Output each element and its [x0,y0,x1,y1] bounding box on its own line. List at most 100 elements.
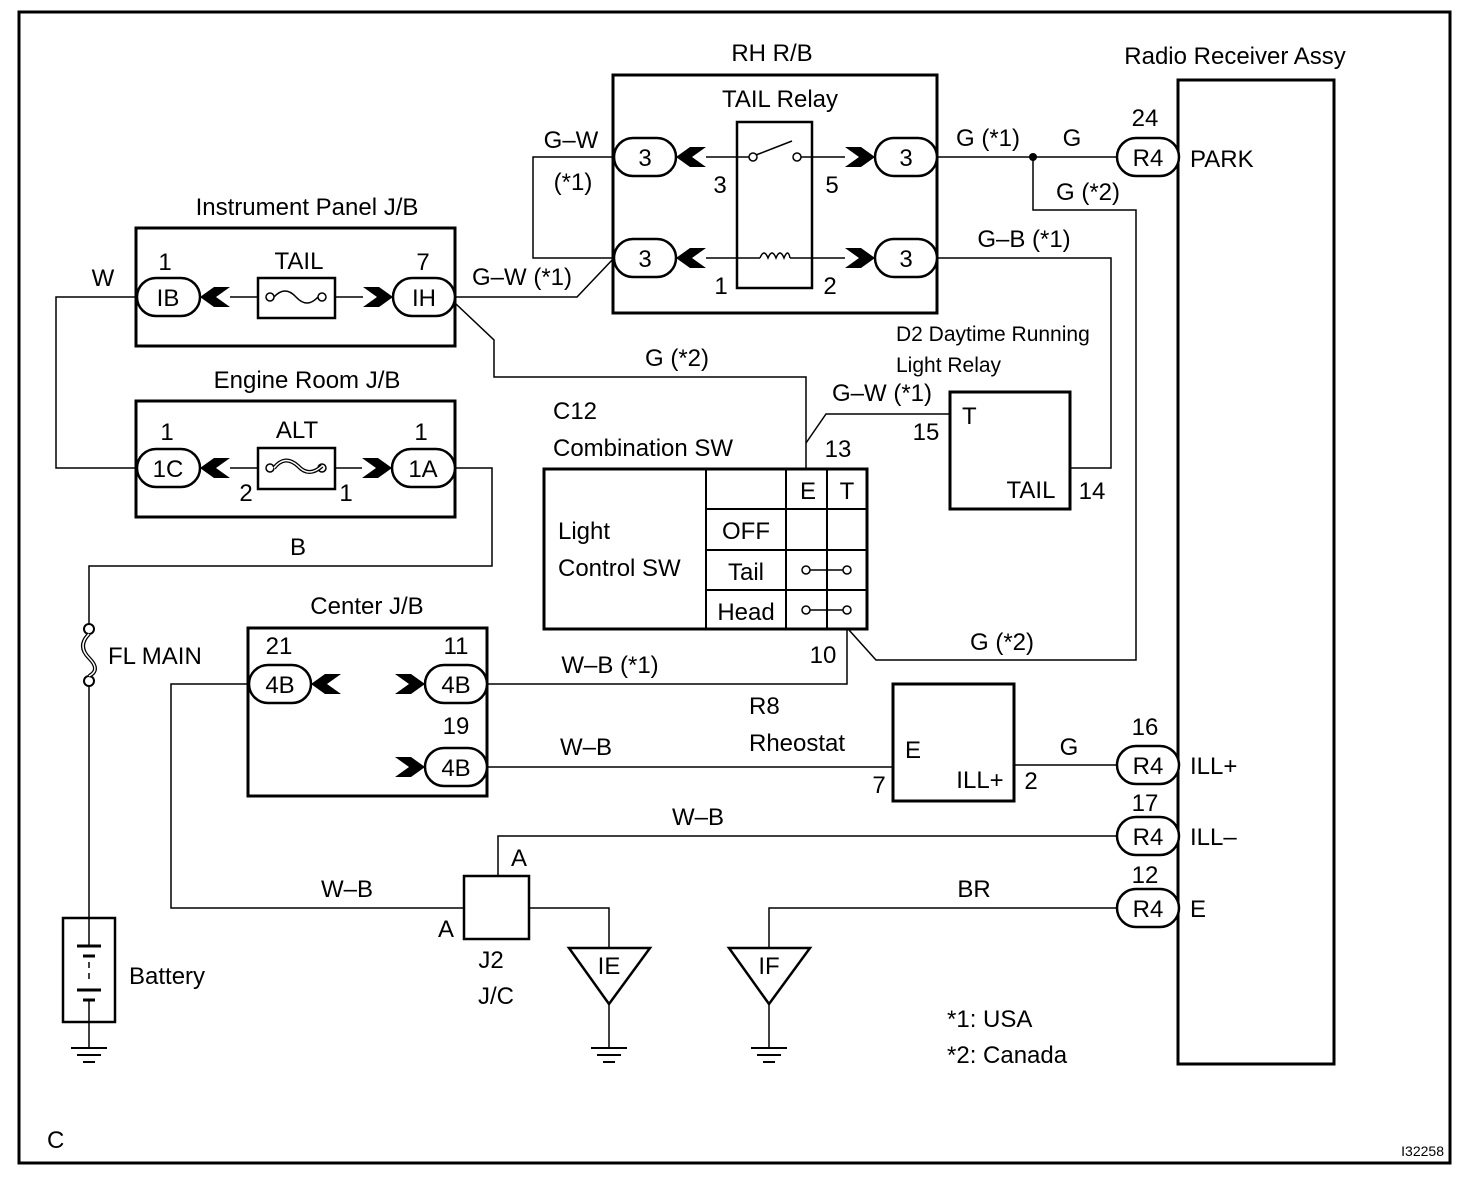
svg-text:24: 24 [1132,105,1159,132]
svg-text:R4: R4 [1133,753,1164,780]
svg-text:PARK: PARK [1190,146,1254,173]
svg-text:TAIL: TAIL [275,248,324,275]
svg-text:1: 1 [160,419,173,446]
svg-text:E: E [905,737,921,764]
diagram-frame [17,10,1452,1165]
ground-ie: IE [566,946,653,1063]
footnotes: *1: USA *2: Canada [947,1006,1068,1069]
svg-text:12: 12 [1132,862,1159,889]
svg-text:(*1): (*1) [554,169,593,196]
svg-text:1: 1 [414,419,427,446]
svg-text:Control SW: Control SW [558,555,681,582]
center-jb-title: Center J/B [310,593,423,620]
er-jb-title: Engine Room J/B [214,367,401,394]
wire-labels: G–W (*1) G–W (*1) G (*1) G G (*2) G–B (*… [92,125,1120,903]
svg-text:17: 17 [1132,790,1159,817]
svg-text:G (*2): G (*2) [970,629,1034,656]
battery: Battery [61,916,205,1063]
svg-text:5: 5 [825,172,838,199]
svg-text:1A: 1A [408,456,437,483]
svg-text:B: B [290,534,306,561]
svg-text:E: E [800,478,816,505]
svg-text:16: 16 [1132,714,1159,741]
svg-text:2: 2 [823,273,836,300]
svg-text:R4: R4 [1133,145,1164,172]
svg-text:J2: J2 [478,947,503,974]
svg-text:14: 14 [1079,478,1106,505]
svg-text:G: G [1060,734,1079,761]
svg-text:W: W [92,265,115,292]
rh-rb-title: RH R/B [731,40,812,67]
svg-text:1C: 1C [153,456,184,483]
ground-if: IF [726,946,813,1063]
figure-id: I32258 [1401,1143,1444,1159]
corner-label: C [47,1127,64,1154]
svg-text:Radio Receiver Assy: Radio Receiver Assy [1124,43,1345,70]
svg-text:4B: 4B [441,672,470,699]
svg-text:BR: BR [957,876,990,903]
svg-text:J/C: J/C [478,983,514,1010]
svg-text:ALT: ALT [276,417,319,444]
svg-text:21: 21 [266,633,293,660]
note-canada: *2: Canada [947,1042,1068,1069]
tail-relay-box [735,120,814,290]
svg-text:G (*1): G (*1) [956,125,1020,152]
tail-relay-title: TAIL Relay [722,86,838,113]
svg-text:4B: 4B [265,672,294,699]
svg-text:FL MAIN: FL MAIN [108,643,202,670]
svg-text:Battery: Battery [129,963,205,990]
radio-receiver: Radio Receiver Assy R4 24 PARK R4 16 ILL… [1115,43,1346,1066]
svg-text:15: 15 [913,419,940,446]
svg-text:G (*2): G (*2) [645,345,709,372]
svg-text:W–B: W–B [672,804,724,831]
svg-text:4B: 4B [441,755,470,782]
combination-switch: C12 Combination SW Light Control SW E T … [542,398,869,669]
svg-text:3: 3 [638,145,651,172]
svg-text:Head: Head [717,599,774,626]
svg-text:R4: R4 [1133,896,1164,923]
junction-connector: A A J2 J/C [438,845,531,1010]
svg-text:1: 1 [158,249,171,276]
drl-relay: D2 Daytime Running Light Relay T TAIL 15… [896,323,1106,511]
svg-text:IH: IH [412,285,436,312]
svg-text:11: 11 [444,633,469,660]
instrument-panel-jb: Instrument Panel J/B IB 1 IH 7 TAIL [134,194,457,348]
svg-text:OFF: OFF [722,518,770,545]
svg-text:7: 7 [872,772,885,799]
svg-text:IE: IE [598,953,621,980]
svg-text:Light Relay: Light Relay [896,354,1002,377]
svg-text:G–B (*1): G–B (*1) [977,226,1070,253]
svg-text:IF: IF [758,953,779,980]
svg-text:10: 10 [810,642,837,669]
svg-text:W–B (*1): W–B (*1) [561,652,658,679]
svg-text:3: 3 [638,246,651,273]
svg-text:A: A [511,845,527,872]
svg-text:19: 19 [443,713,470,740]
fl-main-fuse: FL MAIN [81,623,202,687]
rh-relay-block: RH R/B TAIL Relay 3 3 3 3 3 5 1 2 [611,40,939,315]
svg-text:1: 1 [339,480,352,507]
note-usa: *1: USA [947,1006,1032,1033]
rheostat: R8 Rheostat E ILL+ 7 2 [749,682,1038,803]
svg-text:13: 13 [825,436,852,463]
engine-room-jb: Engine Room J/B 1C 1 1A 1 ALT 2 1 [134,367,457,519]
svg-text:IB: IB [157,285,180,312]
svg-text:3: 3 [899,145,912,172]
svg-text:G–W: G–W [544,127,599,154]
svg-text:Tail: Tail [728,559,764,586]
svg-text:G–W (*1): G–W (*1) [472,264,572,291]
svg-text:R8: R8 [749,693,780,720]
svg-text:3: 3 [713,172,726,199]
svg-text:D2 Daytime Running: D2 Daytime Running [896,323,1090,346]
wires [55,153,1137,1048]
svg-text:Combination SW: Combination SW [553,435,733,462]
svg-text:R4: R4 [1133,824,1164,851]
svg-text:W–B: W–B [560,734,612,761]
svg-text:G–W (*1): G–W (*1) [832,380,932,407]
svg-text:T: T [962,403,977,430]
svg-text:G (*2): G (*2) [1056,179,1120,206]
svg-text:G: G [1063,125,1082,152]
svg-text:C12: C12 [553,398,597,425]
svg-text:2: 2 [1024,768,1037,795]
